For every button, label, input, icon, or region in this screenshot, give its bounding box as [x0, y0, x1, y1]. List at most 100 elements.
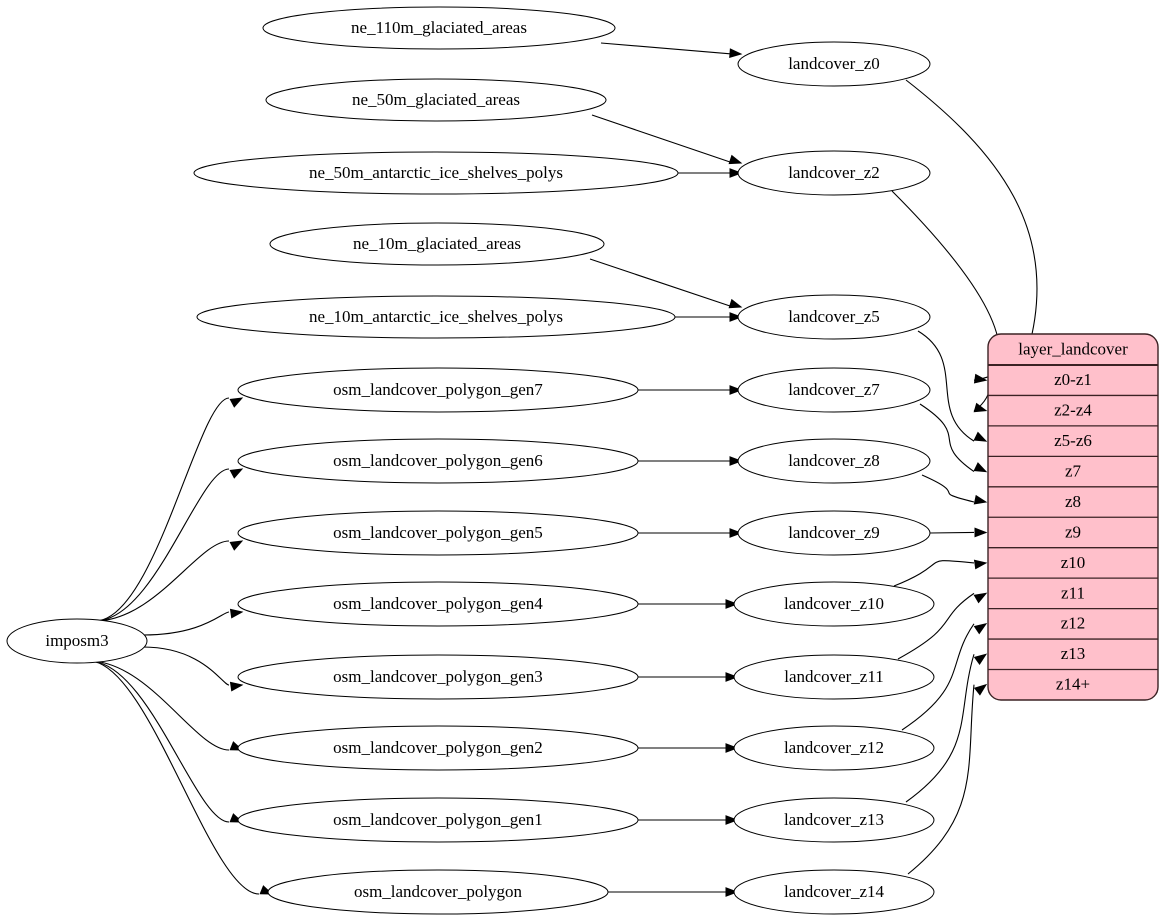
node-osm_landcover_polygon_gen4[interactable]: osm_landcover_polygon_gen4 [237, 581, 639, 627]
node-ne_50m_antarctic_ice_shelves_polys[interactable]: ne_50m_antarctic_ice_shelves_polys [193, 151, 679, 195]
node-osm_landcover_polygon_gen1[interactable]: osm_landcover_polygon_gen1 [237, 797, 639, 843]
edge-landcover-z9-to-row-z9 [929, 531, 975, 534]
node-landcover_z10[interactable]: landcover_z10 [733, 581, 935, 627]
table-row-label: z13 [1061, 644, 1086, 663]
table-row-label: z8 [1065, 492, 1081, 511]
node-imposm3-label: imposm3 [45, 631, 108, 650]
table-row[interactable]: z9 [988, 522, 1158, 549]
table-row[interactable]: z14+ [1056, 675, 1090, 694]
node-landcover_z12-shape [733, 725, 935, 771]
node-landcover_z12-label: landcover_z12 [784, 738, 884, 757]
edge-imposm3-to-osm_landcover_polygon_gen3 [142, 646, 230, 686]
node-landcover_z0-label: landcover_z0 [788, 54, 880, 73]
node-imposm3[interactable]: imposm3 [6, 618, 148, 664]
table-row[interactable]: z2-z4 [988, 401, 1158, 427]
arrow-head-icon [973, 653, 988, 666]
node-landcover_z7[interactable]: landcover_z7 [737, 367, 931, 413]
node-ne_50m_glaciated_areas[interactable]: ne_50m_glaciated_areas [265, 78, 607, 122]
arrow-head-icon [728, 298, 743, 309]
node-osm_landcover_polygon-shape [267, 869, 609, 915]
node-ne_50m_glaciated_areas-shape [265, 78, 607, 122]
node-osm_landcover_polygon_gen7[interactable]: osm_landcover_polygon_gen7 [237, 367, 639, 413]
table-row[interactable]: z10 [988, 553, 1158, 579]
arrow-head-icon [973, 592, 988, 604]
table-row-label: z12 [1061, 614, 1086, 633]
node-landcover_z7-shape [737, 367, 931, 413]
arrow-head-icon [729, 385, 743, 395]
table-row-label: z11 [1061, 583, 1085, 602]
node-landcover_z14[interactable]: landcover_z14 [733, 869, 935, 915]
node-landcover_z10-label: landcover_z10 [784, 594, 884, 613]
table-row-label: z9 [1065, 522, 1081, 541]
node-osm_landcover_polygon_gen2[interactable]: osm_landcover_polygon_gen2 [237, 725, 639, 771]
table-row[interactable]: z5-z6 [988, 431, 1158, 458]
node-landcover_z11[interactable]: landcover_z11 [733, 654, 935, 700]
table-row[interactable]: z13 [988, 644, 1158, 671]
node-ne_10m_antarctic_ice_shelves_polys[interactable]: ne_10m_antarctic_ice_shelves_polys [196, 295, 676, 339]
node-osm_landcover_polygon-label: osm_landcover_polygon [354, 882, 523, 901]
edge-imposm3-to-osm_landcover_polygon_gen6 [94, 468, 230, 622]
arrow-head-icon [973, 402, 988, 413]
node-landcover_z8[interactable]: landcover_z8 [737, 438, 931, 484]
arrow-head-icon [973, 559, 988, 570]
node-landcover_z7-label: landcover_z7 [788, 380, 880, 399]
arrow-head-icon [229, 681, 244, 692]
node-landcover_z9[interactable]: landcover_z9 [737, 510, 931, 556]
node-ne_110m_glaciated_areas[interactable]: ne_110m_glaciated_areas [262, 6, 616, 50]
edge-ne50m-glaciated-to-landcover-z2 [591, 114, 731, 163]
node-landcover_z0[interactable]: landcover_z0 [737, 41, 931, 87]
arrow-head-icon [229, 468, 244, 479]
node-osm_landcover_polygon[interactable]: osm_landcover_polygon [267, 869, 609, 915]
edge-imposm3-to-osm_landcover_polygon_gen1 [88, 660, 230, 823]
table-row[interactable]: z8 [988, 492, 1158, 518]
arrow-head-icon [973, 462, 988, 473]
arrow-head-icon [973, 373, 988, 384]
node-osm_landcover_polygon_gen6[interactable]: osm_landcover_polygon_gen6 [237, 438, 639, 484]
table-row-label: z10 [1061, 553, 1086, 572]
edge-landcover-z8-to-row-z8 [921, 474, 975, 503]
node-landcover_z8-label: landcover_z8 [788, 451, 880, 470]
node-osm_landcover_polygon_gen4-label: osm_landcover_polygon_gen4 [333, 594, 543, 613]
arrow-head-icon [725, 672, 739, 682]
node-landcover_z11-label: landcover_z11 [784, 667, 883, 686]
node-osm_landcover_polygon_gen4-shape [237, 581, 639, 627]
arrow-head-icon [973, 623, 988, 635]
node-osm_landcover_polygon_gen3[interactable]: osm_landcover_polygon_gen3 [237, 654, 639, 700]
node-ne_50m_glaciated_areas-label: ne_50m_glaciated_areas [352, 90, 520, 109]
arrow-head-icon [974, 527, 988, 538]
node-ne_10m_glaciated_areas[interactable]: ne_10m_glaciated_areas [269, 222, 605, 266]
node-osm_landcover_polygon_gen2-label: osm_landcover_polygon_gen2 [333, 738, 543, 757]
table-row[interactable]: z11 [988, 583, 1158, 610]
arrow-head-icon [729, 48, 743, 59]
arrow-head-icon [729, 312, 743, 322]
node-landcover_z2[interactable]: landcover_z2 [737, 150, 931, 196]
node-landcover_z8-shape [737, 438, 931, 484]
arrow-head-icon [729, 528, 743, 538]
table-row[interactable]: z0-z1 [988, 370, 1158, 397]
node-landcover_z12[interactable]: landcover_z12 [733, 725, 935, 771]
arrow-head-icon [728, 154, 743, 165]
edge-landcover-z13-to-row-z13 [905, 654, 975, 803]
edge-imposm3-to-osm_landcover_polygon_gen5 [94, 540, 230, 622]
node-ne_110m_glaciated_areas-shape [262, 6, 616, 50]
node-osm_landcover_polygon_gen1-label: osm_landcover_polygon_gen1 [333, 810, 543, 829]
edge-landcover-z7-to-row-z7 [919, 403, 975, 473]
table-row-label: z14+ [1056, 675, 1090, 694]
arrow-head-icon [725, 887, 739, 897]
edge-ne110m-glaciated-to-landcover-z0 [600, 42, 731, 55]
node-ne_50m_antarctic_ice_shelves_polys-label: ne_50m_antarctic_ice_shelves_polys [309, 163, 563, 182]
arrow-head-icon [725, 599, 739, 609]
edge-imposm3-to-osm_landcover_polygon_gen7 [94, 397, 230, 622]
node-landcover_z9-shape [737, 510, 931, 556]
node-osm_landcover_polygon_gen6-label: osm_landcover_polygon_gen6 [333, 451, 543, 470]
table-row[interactable]: z12 [988, 614, 1158, 640]
node-osm_landcover_polygon_gen3-shape [237, 654, 639, 700]
table-row[interactable]: z7 [988, 461, 1158, 488]
node-osm_landcover_polygon_gen2-shape [237, 725, 639, 771]
node-landcover_z13[interactable]: landcover_z13 [733, 797, 935, 843]
edge-ne10m-glaciated-to-landcover-z5 [589, 258, 731, 307]
node-osm_landcover_polygon_gen5[interactable]: osm_landcover_polygon_gen5 [237, 510, 639, 556]
node-ne_10m_antarctic_ice_shelves_polys-label: ne_10m_antarctic_ice_shelves_polys [309, 307, 563, 326]
node-landcover_z5[interactable]: landcover_z5 [737, 294, 931, 340]
node-osm_landcover_polygon_gen5-label: osm_landcover_polygon_gen5 [333, 523, 543, 542]
